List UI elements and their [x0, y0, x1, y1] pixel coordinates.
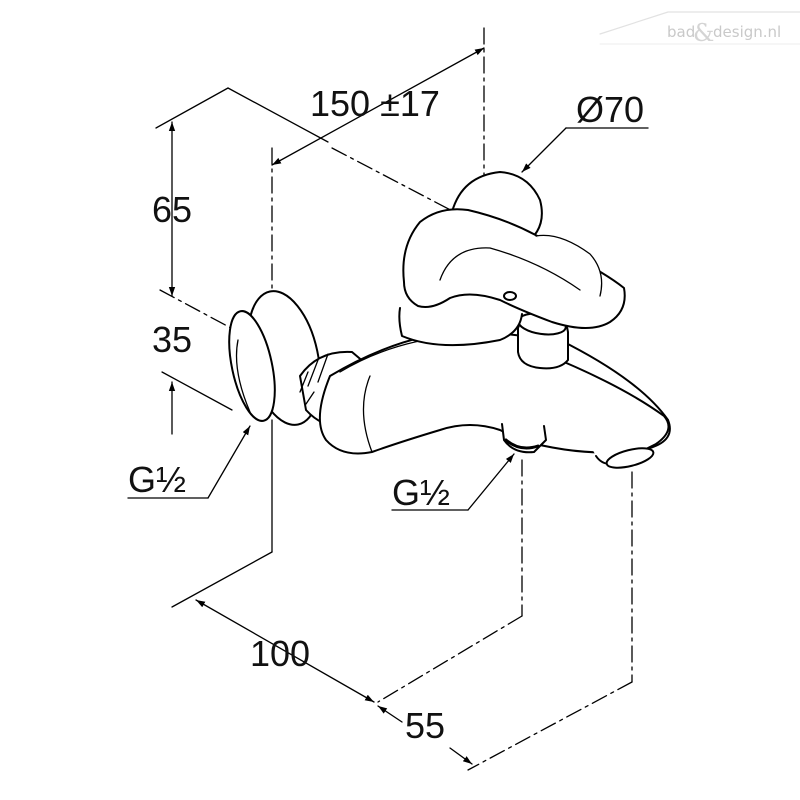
label-depth-body: 100: [250, 633, 310, 674]
cartridge-housing: [398, 307, 523, 347]
label-rosette-diameter: Ø70: [576, 89, 644, 130]
ref-line-axis: [159, 289, 273, 351]
left-rosette-rim: [228, 310, 276, 422]
leader-inlet: [207, 425, 251, 499]
dim-line-150: [271, 47, 485, 166]
watermark-amp: &: [693, 19, 714, 47]
leader-outlet: [467, 453, 515, 511]
watermark-left: bad: [667, 23, 695, 41]
label-inlet-thread: G½: [128, 459, 186, 500]
ext-line-65-top: [155, 87, 229, 129]
dim-line-100: [195, 599, 375, 703]
ext-line-35: [161, 371, 233, 411]
label-depth-spout: 55: [405, 705, 445, 746]
label-outlet-thread: G½: [392, 472, 450, 513]
leader-diameter: [521, 127, 567, 173]
dimension-labels: 150 ±17 Ø70 65 35 G½ G½ 100 55: [128, 83, 644, 746]
ext-line-100-base: [171, 551, 273, 608]
ref-line-outlet-diag: [377, 615, 523, 703]
label-width-range: 150 ±17: [310, 83, 440, 124]
spout-outlet: [605, 447, 655, 469]
watermark-right: design.nl: [713, 23, 781, 41]
label-height-upper: 65: [152, 189, 192, 230]
dim-line-55-start: [377, 705, 403, 723]
dim-line-55-end: [449, 747, 473, 765]
ref-line-spout-diag: [467, 681, 633, 771]
faucet-body: [228, 171, 671, 469]
lever-pivot-screw: [503, 291, 517, 301]
ext-line-65-top-diag: [227, 87, 329, 143]
watermark-logo: bad & design.nl: [599, 11, 800, 47]
label-height-lower: 35: [152, 319, 192, 360]
